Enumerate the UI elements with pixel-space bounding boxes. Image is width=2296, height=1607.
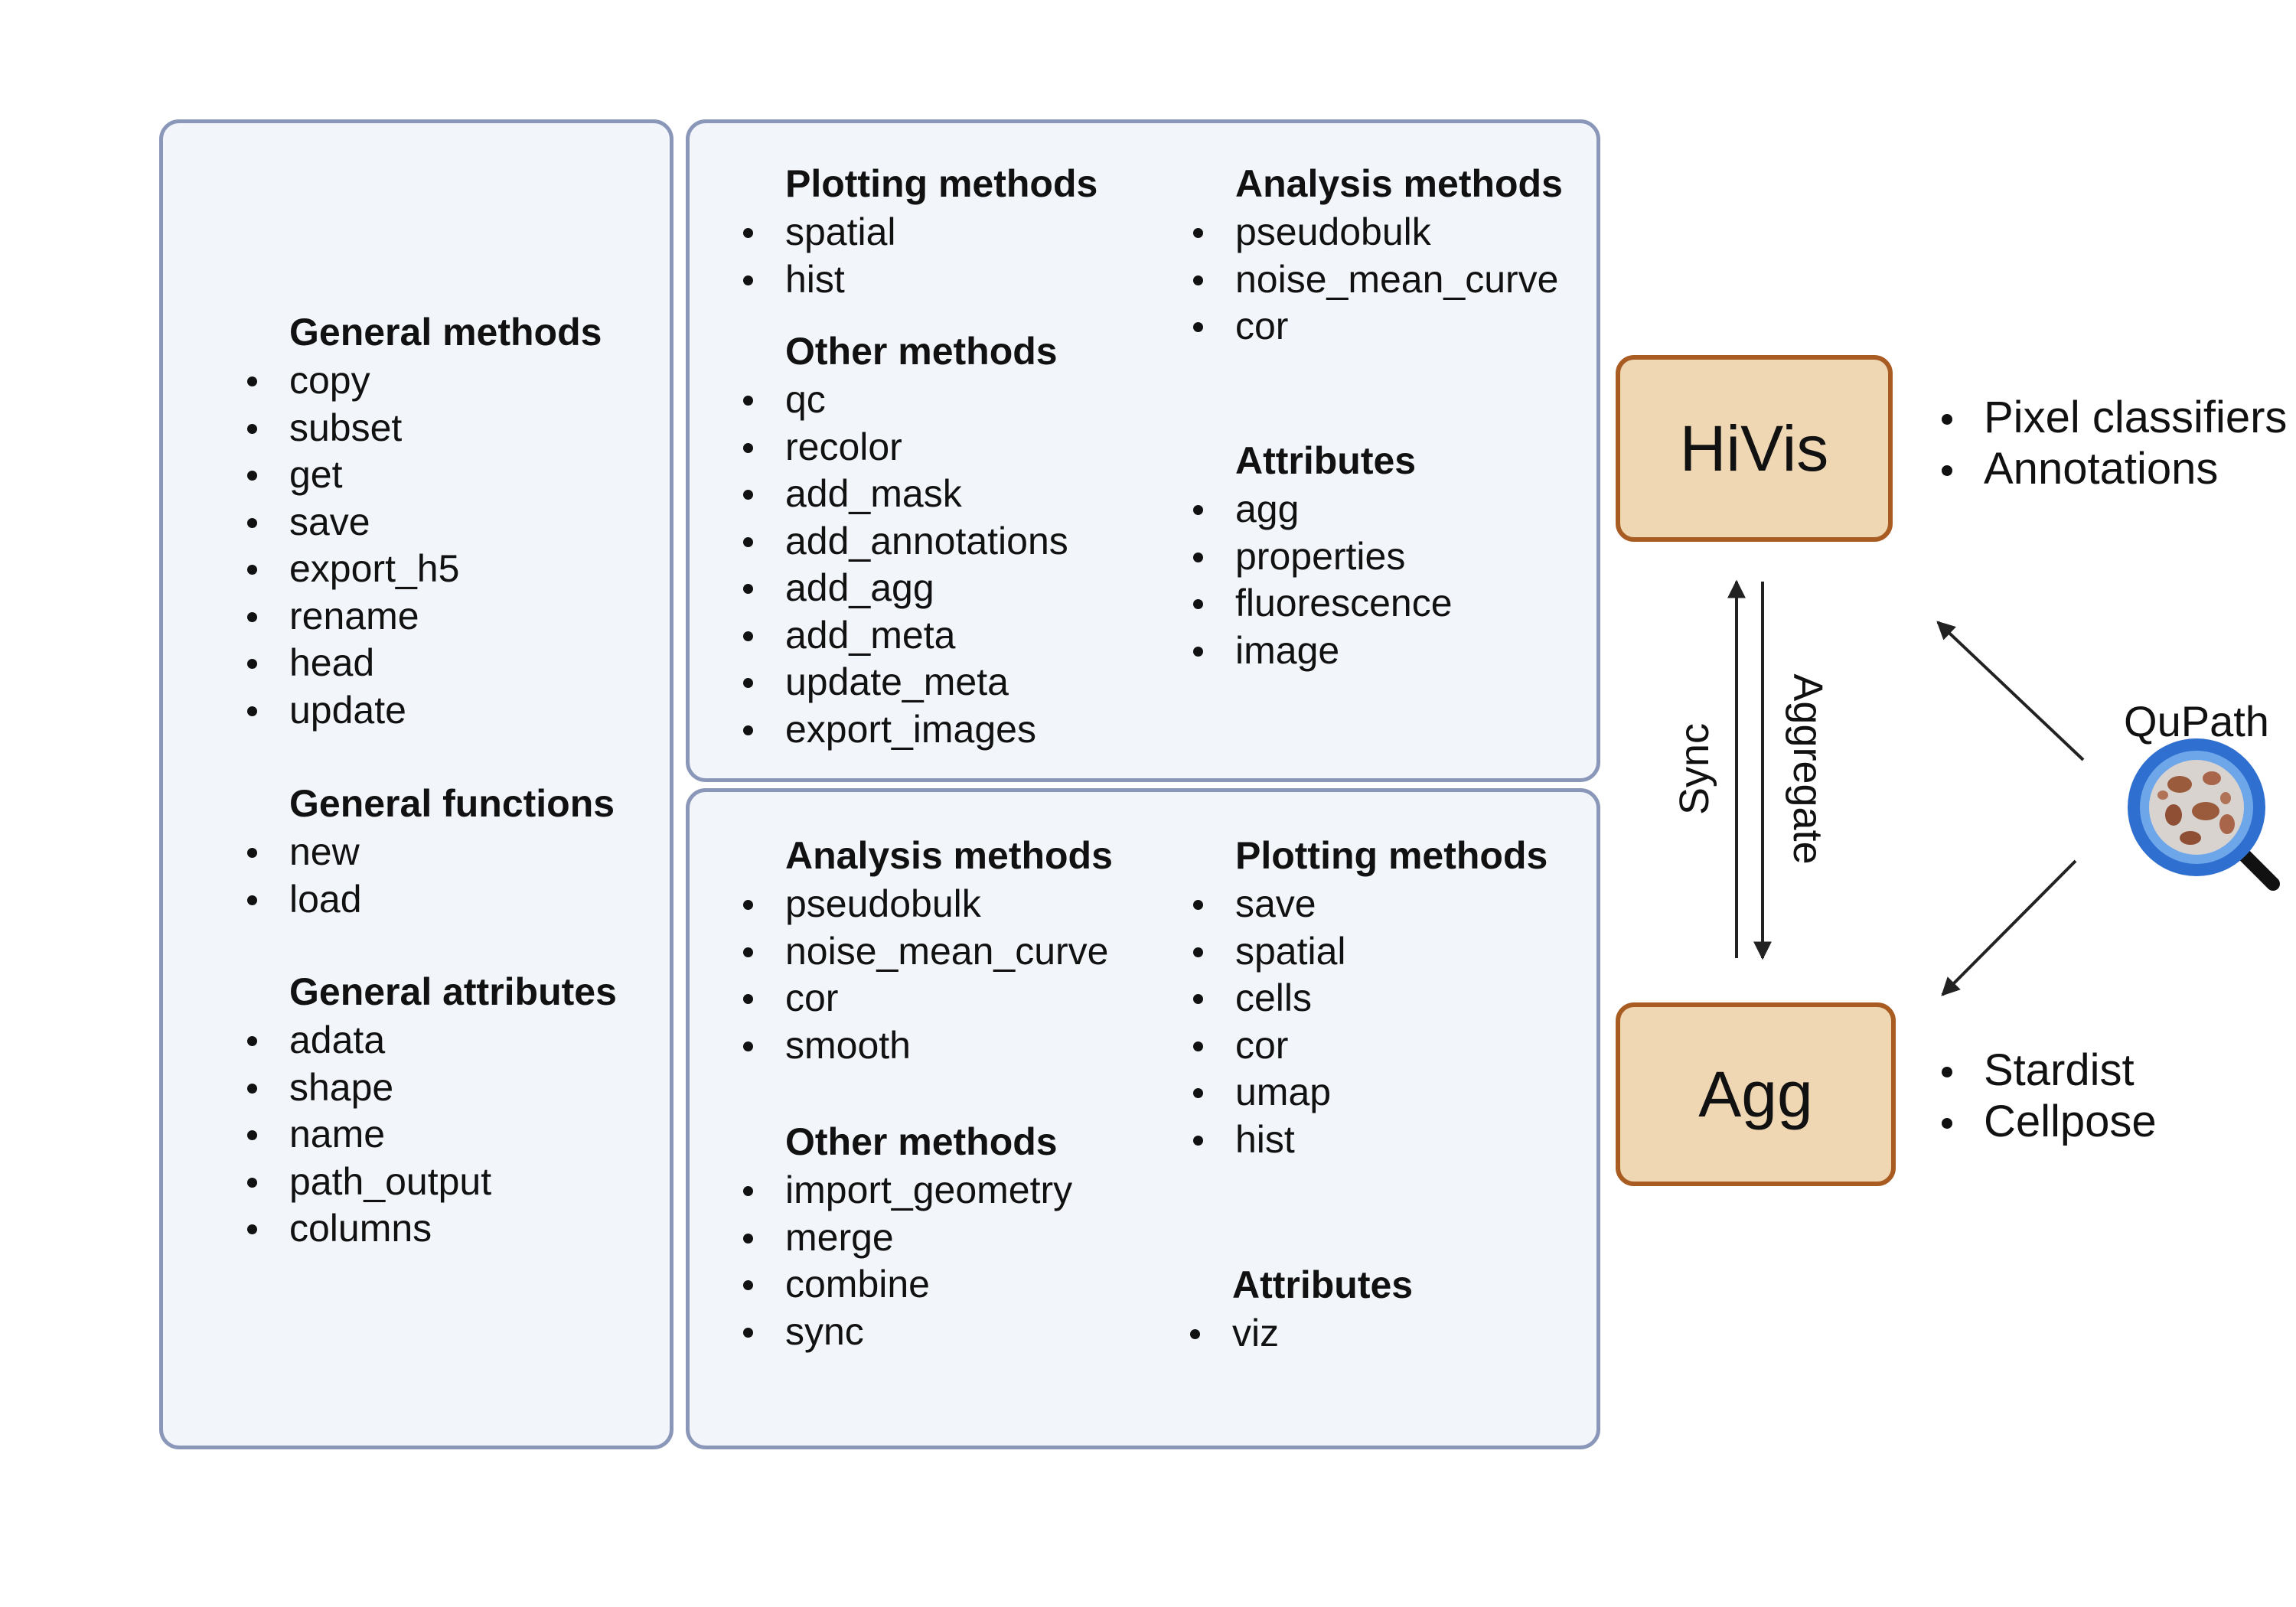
agg-attributes-group: Attributes viz <box>1189 1262 1414 1358</box>
list-item: load <box>246 876 615 924</box>
group-title: Attributes <box>1235 439 1417 482</box>
hivis-panel: Plotting methods spatial hist Other meth… <box>686 119 1600 782</box>
list-item: combine <box>742 1261 1072 1309</box>
list-item: path_output <box>247 1159 617 1206</box>
group-title: Analysis methods <box>785 834 1113 877</box>
list-item: smooth <box>743 1022 1113 1070</box>
agg-other-methods-group: Other methods import_geometry merge comb… <box>742 1119 1072 1356</box>
list-item: noise_mean_curve <box>743 928 1113 976</box>
hivis-other-methods-group: Other methods qc recolor add_mask add_an… <box>743 328 1068 754</box>
group-title: Attributes <box>1232 1263 1414 1306</box>
list-item: update_meta <box>743 659 1068 706</box>
list-item: hist <box>1192 1116 1548 1164</box>
list-item: shape <box>247 1064 617 1112</box>
list-item: noise_mean_curve <box>1193 256 1563 304</box>
list-item: pseudobulk <box>1193 209 1563 256</box>
hivis-node: HiVis <box>1616 355 1893 542</box>
list-item: import_geometry <box>742 1167 1072 1214</box>
group-title: Plotting methods <box>1235 834 1548 877</box>
list-item: head <box>246 640 602 687</box>
agg-node-label: Agg <box>1698 1058 1813 1130</box>
list-item: get <box>246 451 602 499</box>
list-item: add_mask <box>743 471 1068 518</box>
magnifier-tissue-icon <box>2128 738 2280 891</box>
group-title: General functions <box>289 782 615 825</box>
hivis-sources-list: Pixel classifiers Annotations <box>1941 392 2288 494</box>
list-item: Stardist <box>1942 1045 2157 1096</box>
list-item: pseudobulk <box>743 881 1113 928</box>
list-item: save <box>246 499 602 546</box>
list-item: update <box>246 687 602 735</box>
qupath-to-hivis-arrow <box>1936 621 2085 761</box>
hivis-node-label: HiVis <box>1679 412 1829 484</box>
list-item: columns <box>247 1205 617 1253</box>
group-title: Other methods <box>785 330 1058 373</box>
hivis-plotting-methods-group: Plotting methods spatial hist <box>742 161 1098 304</box>
list-item: Cellpose <box>1942 1097 2157 1146</box>
list-item: name <box>247 1111 617 1159</box>
group-title: General methods <box>289 311 602 354</box>
aggregate-label: Aggregate <box>1785 673 1831 865</box>
list-item: agg <box>1193 486 1453 533</box>
list-item: qc <box>743 376 1068 424</box>
list-item: cor <box>743 975 1113 1022</box>
agg-panel: Analysis methods pseudobulk noise_mean_c… <box>686 788 1600 1449</box>
qupath-to-agg-arrow <box>1941 859 2077 996</box>
group-title: Plotting methods <box>785 162 1098 205</box>
list-item: add_annotations <box>743 518 1068 566</box>
list-item: fluorescence <box>1193 580 1453 627</box>
list-item: add_agg <box>743 565 1068 612</box>
qupath-label: QuPath <box>2124 697 2269 745</box>
list-item: viz <box>1189 1310 1413 1358</box>
list-item: copy <box>246 357 602 405</box>
list-item: subset <box>246 405 602 452</box>
list-item: cor <box>1192 1022 1548 1070</box>
list-item: hist <box>742 256 1097 304</box>
hivis-analysis-methods-group: Analysis methods pseudobulk noise_mean_c… <box>1193 161 1563 350</box>
list-item: save <box>1192 881 1548 928</box>
agg-node: Agg <box>1616 1002 1896 1186</box>
general-panel: General methods copy subset get save exp… <box>159 119 673 1449</box>
list-item: merge <box>742 1214 1072 1262</box>
list-item: cor <box>1193 303 1563 350</box>
list-item: image <box>1193 627 1453 675</box>
agg-sources-list: Stardist Cellpose <box>1942 1045 2157 1147</box>
list-item: add_meta <box>743 612 1068 660</box>
group-title: Analysis methods <box>1235 162 1563 205</box>
general-functions-group: General functions new load <box>246 781 615 924</box>
list-item: umap <box>1192 1069 1548 1116</box>
list-item: Annotations <box>1941 443 2287 494</box>
list-item: export_h5 <box>246 546 602 593</box>
list-item: Pixel classifiers <box>1941 393 2288 442</box>
sync-label: Sync <box>1671 722 1717 816</box>
list-item: new <box>246 829 615 876</box>
list-item: adata <box>247 1017 617 1064</box>
list-item: spatial <box>742 209 1097 256</box>
list-item: spatial <box>1192 928 1548 976</box>
general-methods-group: General methods copy subset get save exp… <box>246 309 602 735</box>
list-item: rename <box>246 593 602 641</box>
agg-plotting-methods-group: Plotting methods save spatial cells cor … <box>1192 833 1548 1164</box>
list-item: sync <box>742 1309 1072 1356</box>
list-item: properties <box>1193 533 1453 581</box>
list-item: cells <box>1192 975 1548 1022</box>
group-title: Other methods <box>785 1120 1058 1163</box>
general-attributes-group: General attributes adata shape name path… <box>247 969 617 1253</box>
hivis-attributes-group: Attributes agg properties fluorescence i… <box>1193 438 1453 675</box>
agg-analysis-methods-group: Analysis methods pseudobulk noise_mean_c… <box>743 833 1113 1070</box>
group-title: General attributes <box>289 970 617 1013</box>
list-item: export_images <box>743 706 1068 754</box>
list-item: recolor <box>743 424 1068 471</box>
